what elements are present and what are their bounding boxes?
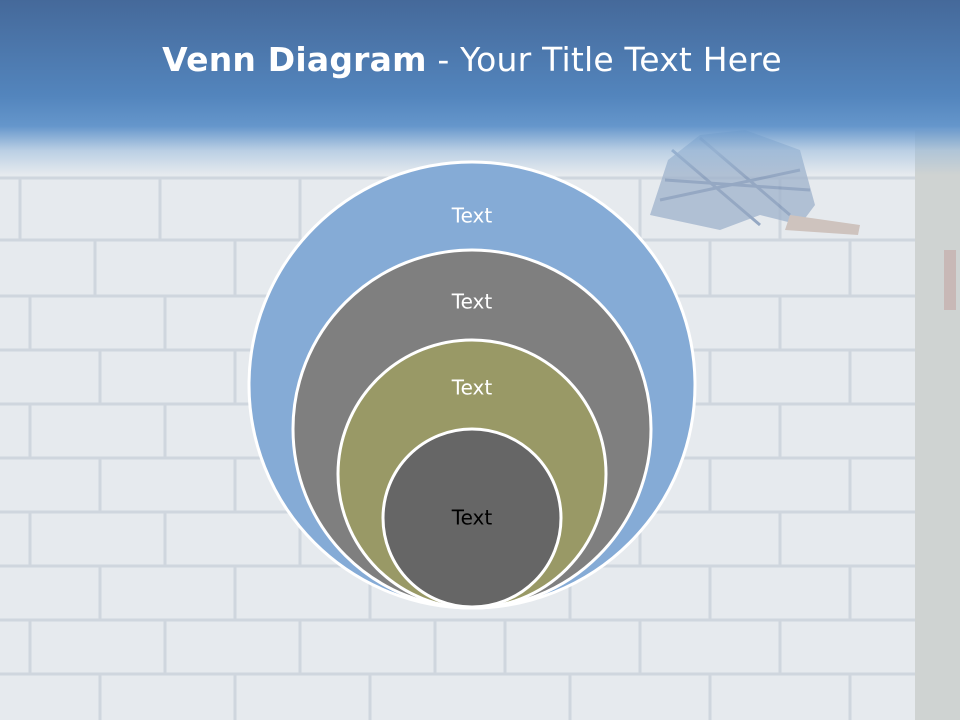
title-bold-part: Venn Diagram	[162, 40, 427, 79]
third-circle-label: Text	[451, 376, 493, 400]
inner-circle	[381, 427, 563, 609]
second-circle-label: Text	[451, 290, 493, 314]
slide-title: Venn Diagram - Your Title Text Here	[0, 40, 944, 79]
outer-circle-label: Text	[451, 204, 493, 228]
inner-circle-label: Text	[451, 506, 493, 530]
title-rest-part: - Your Title Text Here	[426, 40, 782, 79]
header-band	[0, 0, 960, 175]
